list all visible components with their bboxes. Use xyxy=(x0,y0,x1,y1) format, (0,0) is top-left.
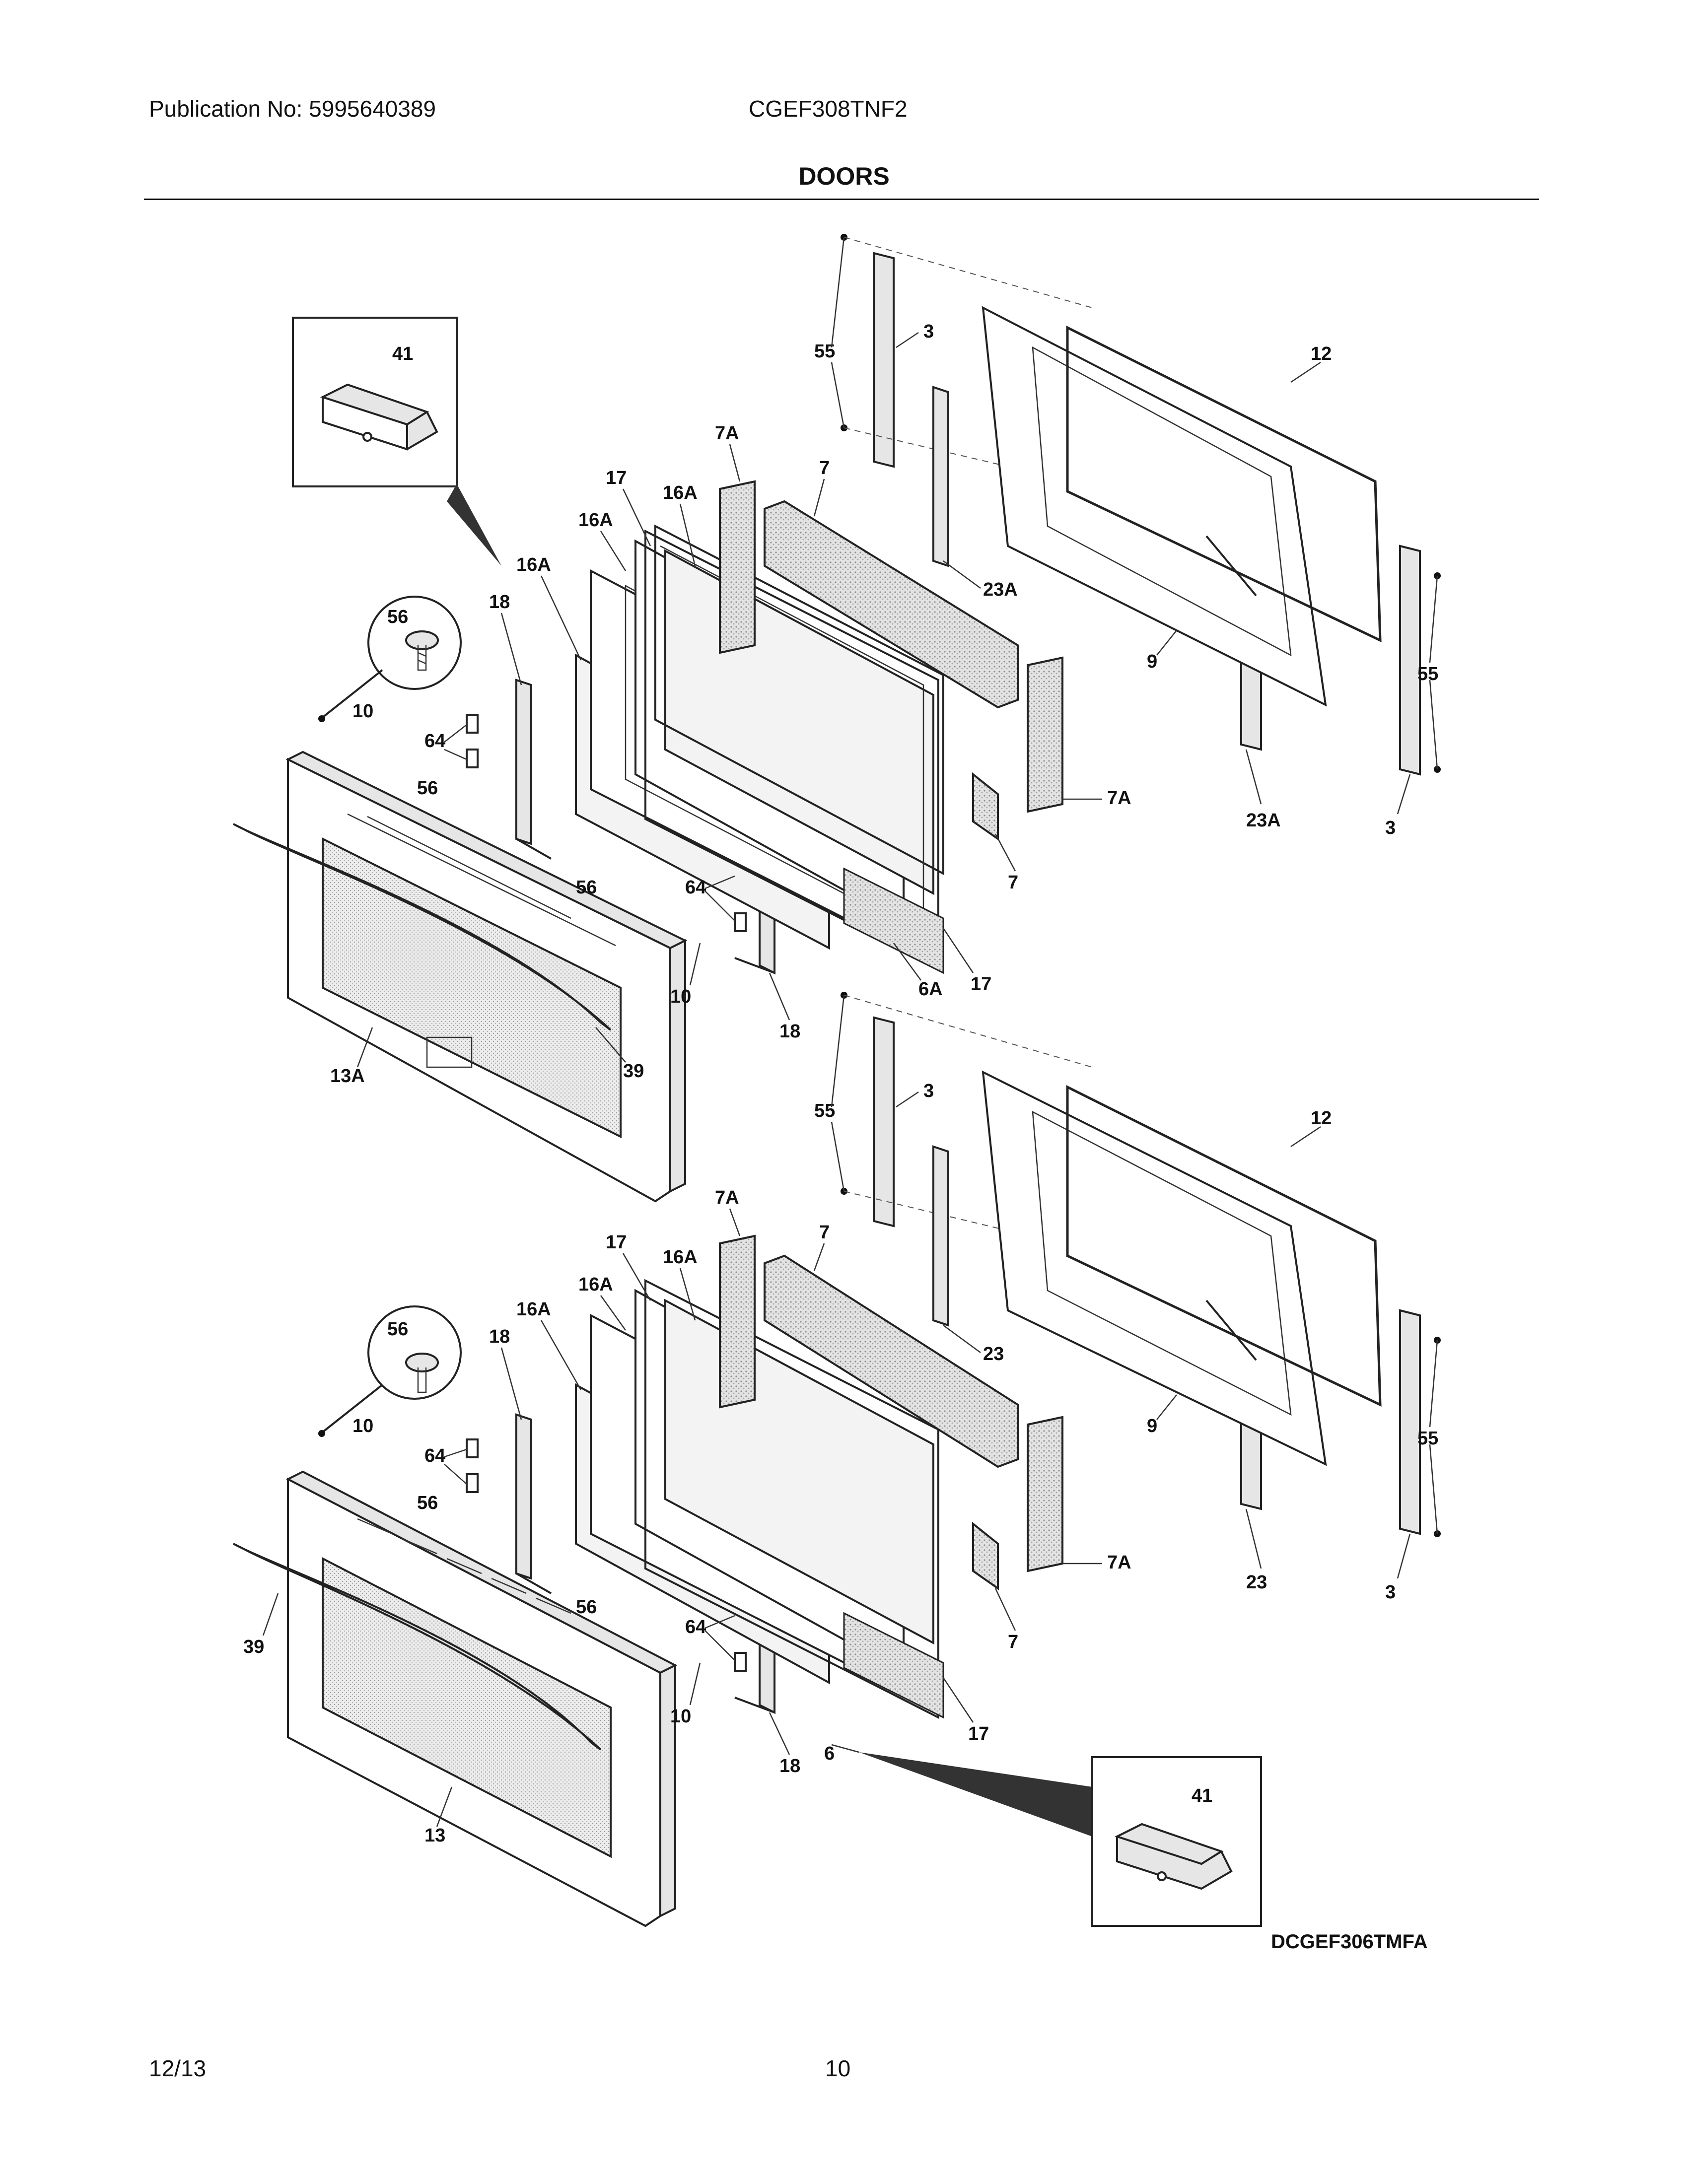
callout-16A-upper-a: 16A xyxy=(663,482,698,503)
callouts-upper: 55 3 12 7A 7 17 16A 16A 16A 18 23A 9 55 … xyxy=(330,237,1438,1087)
inner-door-9-lower xyxy=(982,1070,1382,1466)
insulation-7-7A-upper xyxy=(719,480,1063,841)
callout-7A-lower-right: 7A xyxy=(1107,1552,1131,1573)
callout-56-upper-a: 56 xyxy=(417,778,438,799)
callout-10-upper-b: 10 xyxy=(670,986,691,1007)
page-title: DOORS xyxy=(798,162,890,190)
callout-12-upper: 12 xyxy=(1311,343,1332,364)
callout-17-lower-top: 17 xyxy=(606,1232,627,1253)
callout-3-lower-b: 3 xyxy=(1385,1582,1396,1603)
callout-56-inset-upper: 56 xyxy=(387,607,408,627)
callout-13A-upper: 13A xyxy=(330,1066,365,1087)
callout-7-lower-right: 7 xyxy=(1008,1632,1018,1652)
callout-16A-upper-c: 16A xyxy=(516,554,551,575)
callout-16A-lower-c: 16A xyxy=(516,1299,551,1320)
callout-16A-lower-b: 16A xyxy=(578,1274,613,1295)
outer-door-13A xyxy=(233,751,688,1203)
callout-55-upper-b: 55 xyxy=(1417,664,1438,684)
callout-39-lower: 39 xyxy=(243,1637,264,1657)
callout-9-lower: 9 xyxy=(1147,1416,1157,1436)
callout-41-lower: 41 xyxy=(1192,1785,1212,1806)
lower-door-assembly: 56 xyxy=(233,992,1441,1953)
callout-7-lower-top: 7 xyxy=(819,1222,830,1243)
callout-64-lower-b: 64 xyxy=(685,1617,706,1638)
callout-18-lower-bottom: 18 xyxy=(779,1756,800,1776)
callout-17-lower-bottom: 17 xyxy=(968,1723,989,1744)
callout-13-lower: 13 xyxy=(424,1825,445,1846)
callout-18-lower-top: 18 xyxy=(489,1326,510,1347)
upper-door-assembly: 41 56 xyxy=(233,234,1441,1203)
callout-7A-upper-top: 7A xyxy=(715,423,739,444)
callout-23A-upper-b: 23A xyxy=(1246,810,1281,831)
publication-number: Publication No: 5995640389 xyxy=(149,96,436,122)
callout-41-upper: 41 xyxy=(392,343,413,364)
callout-55-lower-b: 55 xyxy=(1417,1428,1438,1449)
title-rule xyxy=(144,199,1539,200)
callout-10-lower-a: 10 xyxy=(352,1416,373,1436)
inner-door-9-upper xyxy=(982,306,1382,707)
door-brackets-18-lower xyxy=(466,1413,775,1714)
inset-56-lower: 56 xyxy=(318,1305,462,1437)
callout-6A-upper: 6A xyxy=(918,979,943,1000)
callouts-lower: 55 3 12 7A 7 17 16A 16A 16A 18 23 9 55 1… xyxy=(243,995,1438,1846)
callout-64-lower-a: 64 xyxy=(424,1445,445,1466)
callout-12-lower: 12 xyxy=(1311,1108,1332,1129)
callout-56-lower-a: 56 xyxy=(417,1493,438,1513)
inset-56-upper: 56 xyxy=(318,596,462,722)
callout-23-lower-b: 23 xyxy=(1246,1572,1267,1593)
callout-64-upper-a: 64 xyxy=(424,731,445,751)
callout-3-upper-b: 3 xyxy=(1385,818,1396,838)
callout-3-upper-a: 3 xyxy=(923,321,934,342)
callout-10-lower-b: 10 xyxy=(670,1706,691,1727)
callout-16A-upper-b: 16A xyxy=(578,510,613,531)
footer-date: 12/13 xyxy=(149,2055,207,2081)
callout-18-upper-bottom: 18 xyxy=(779,1021,800,1042)
outer-door-13 xyxy=(233,1470,678,1927)
callout-39-upper: 39 xyxy=(623,1061,644,1082)
callout-7A-upper-right: 7A xyxy=(1107,788,1131,809)
inset-41-upper: 41 xyxy=(292,317,501,566)
callout-56-upper-b: 56 xyxy=(576,877,597,898)
glass-panels-16A-upper xyxy=(575,524,944,950)
callout-56-lower-b: 56 xyxy=(576,1597,597,1618)
inset-41-lower: 41 xyxy=(859,1752,1262,1927)
callout-7-upper-right: 7 xyxy=(1008,872,1018,893)
callout-64-upper-b: 64 xyxy=(685,877,706,898)
callout-3-lower-a: 3 xyxy=(923,1081,934,1101)
callout-6-lower: 6 xyxy=(824,1743,835,1764)
callout-7-upper-top: 7 xyxy=(819,458,830,478)
insulation-7-7A-lower xyxy=(719,1234,1063,1590)
callout-23A-upper-a: 23A xyxy=(983,579,1018,600)
callout-10-upper-a: 10 xyxy=(352,701,373,722)
callout-17-upper-top: 17 xyxy=(606,468,627,488)
callout-7A-lower-top: 7A xyxy=(715,1187,739,1208)
page-number: 10 xyxy=(825,2055,851,2081)
callout-17-upper-bottom: 17 xyxy=(971,974,991,995)
model-number: CGEF308TNF2 xyxy=(749,96,908,122)
callout-18-upper-top: 18 xyxy=(489,592,510,613)
diagram-code: DCGEF306TMFA xyxy=(1271,1931,1428,1953)
callout-23-lower-a: 23 xyxy=(983,1344,1004,1365)
callout-56-inset-lower: 56 xyxy=(387,1319,408,1340)
callout-16A-lower-a: 16A xyxy=(663,1247,698,1268)
callout-9-upper: 9 xyxy=(1147,651,1157,672)
